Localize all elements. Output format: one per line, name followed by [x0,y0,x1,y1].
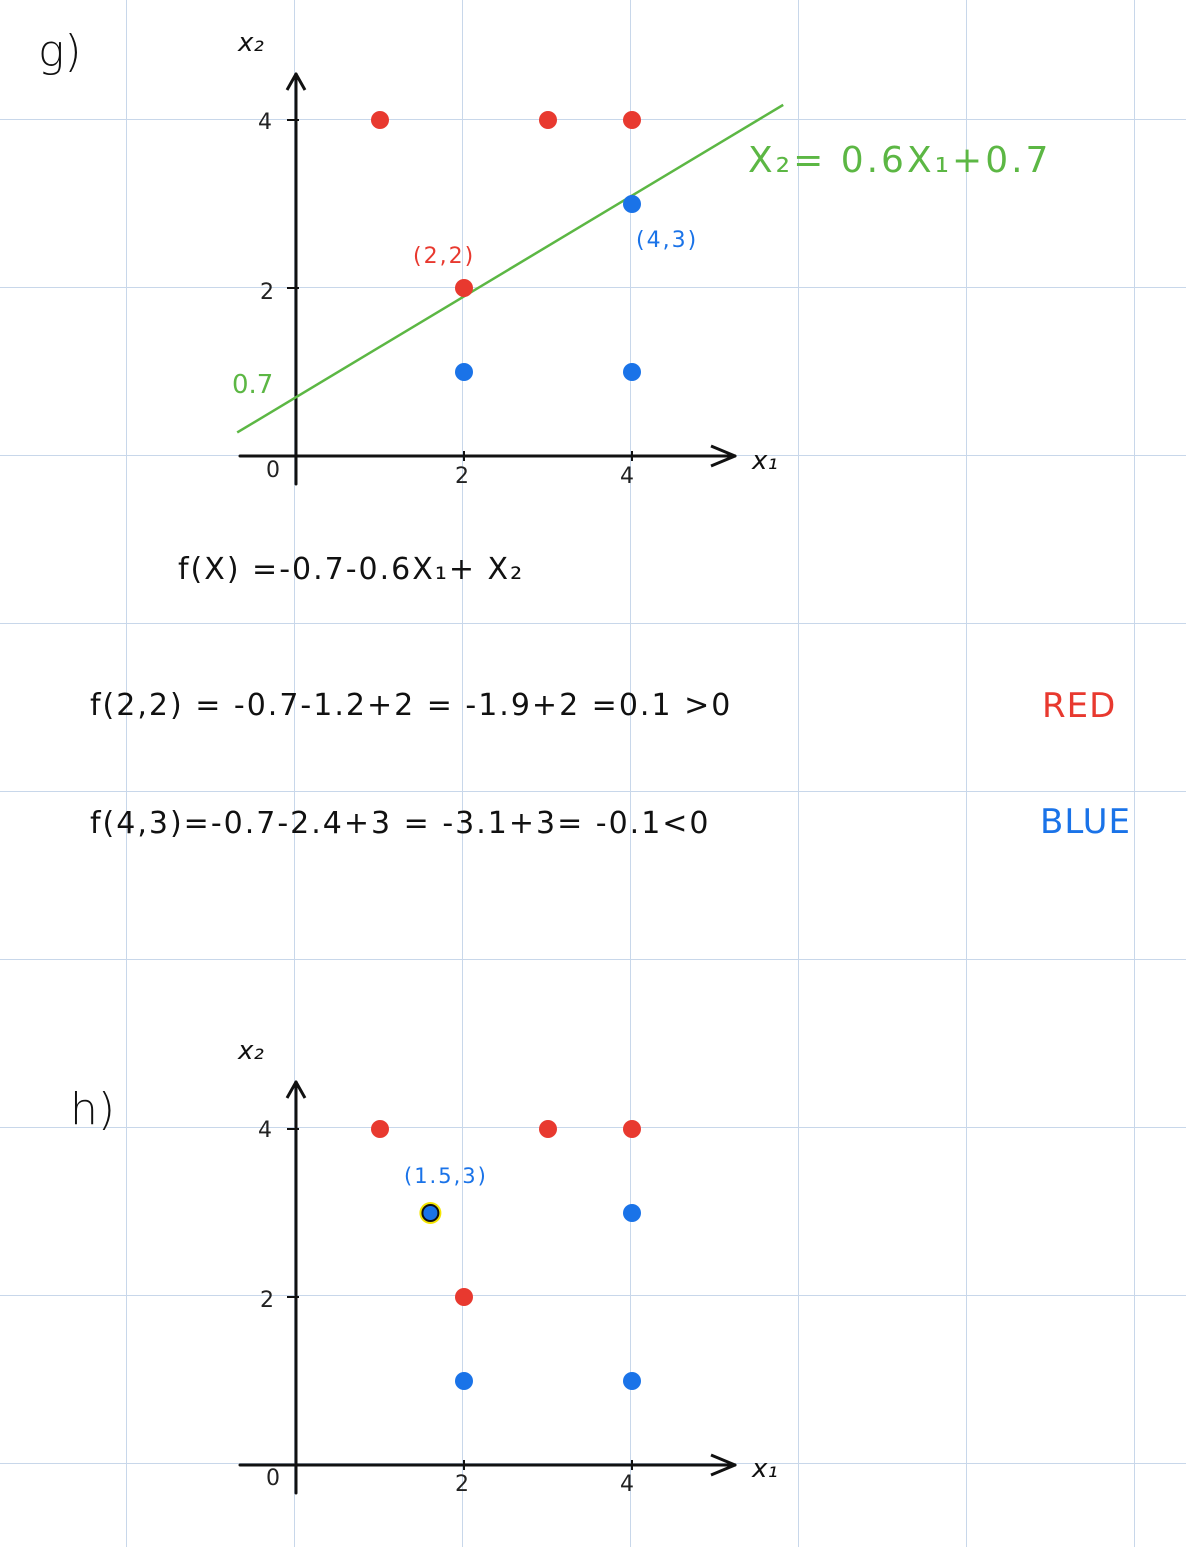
blue-data-point [623,195,641,213]
part-h-label: h) [70,1084,116,1135]
calc-blue-point: f(4,3)=-0.7-2.4+3 = -3.1+3= -0.1<0 [90,806,711,841]
red-data-point [623,111,641,129]
blue-data-point [455,1372,473,1390]
red-data-point [371,111,389,129]
part-h-y-axis-label: x₂ [238,1036,264,1066]
part-h-origin-label: 0 [266,1466,280,1491]
part-g-plot [236,72,784,486]
part-h-y-tick-2: 2 [260,1288,274,1313]
red-data-point [455,279,473,297]
part-g-y-tick-4: 4 [258,110,272,135]
red-point-label: (2,2) [413,244,476,269]
x-axis-arrow-icon [710,1453,737,1477]
blue-data-point [455,363,473,381]
part-g-y-tick-2: 2 [260,280,274,305]
red-data-point [539,1120,557,1138]
blue-data-point [623,1204,641,1222]
part-g-x-tick-4: 4 [620,464,634,489]
part-g-x-tick-2: 2 [455,464,469,489]
y-axis-arrow-icon [285,72,307,91]
intercept-label: 0.7 [232,370,274,400]
calc-red-point: f(2,2) = -0.7-1.2+2 = -1.9+2 =0.1 >0 [90,688,733,723]
calc-red-result: RED [1042,686,1117,726]
red-data-point [455,1288,473,1306]
new-point-label: (1.5,3) [404,1164,488,1188]
part-g-x-axis-label: x₁ [752,446,778,476]
blue-data-point [623,1372,641,1390]
part-h-y-tick-4: 4 [258,1118,272,1143]
blue-point-label: (4,3) [636,228,699,253]
separating-line [236,103,784,434]
red-data-point [371,1120,389,1138]
part-h-x-tick-4: 4 [620,1472,634,1497]
function-definition: f(X) =-0.7-0.6X₁+ X₂ [178,552,525,587]
red-data-point [539,111,557,129]
x-axis-arrow-icon [710,444,737,468]
part-g-origin-label: 0 [266,458,280,483]
calc-blue-result: BLUE [1040,802,1131,842]
new-data-point [421,1204,440,1222]
part-g-label: g) [38,26,82,77]
part-h-x-axis-label: x₁ [752,1454,778,1484]
part-h-x-tick-2: 2 [455,1472,469,1497]
red-data-point [623,1120,641,1138]
blue-data-point [623,363,641,381]
y-axis-arrow-icon [285,1080,307,1099]
line-equation-label: X₂= 0.6X₁+0.7 [748,140,1052,181]
part-g-y-axis-label: x₂ [238,28,264,58]
